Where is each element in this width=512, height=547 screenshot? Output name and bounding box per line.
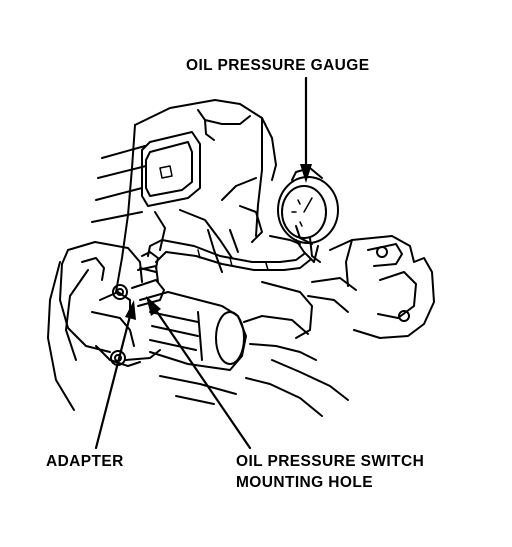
engine-block <box>92 100 276 292</box>
oil-filter <box>140 292 246 370</box>
switch-hole-label-line2: MOUNTING HOLE <box>236 474 373 491</box>
leader-lines <box>96 78 306 448</box>
adapter-label: ADAPTER <box>46 453 124 470</box>
lower-engine <box>48 178 348 416</box>
pressure-gauge <box>278 168 338 262</box>
switch-hole-label-line1: OIL PRESSURE SWITCH <box>236 453 425 470</box>
engine-mount <box>244 236 434 360</box>
adapter-leader-line <box>96 312 131 448</box>
switch-leader-line <box>153 306 250 448</box>
gauge-hose <box>148 240 318 270</box>
adapter-housing <box>60 242 160 366</box>
gauge-arrowhead <box>300 164 312 183</box>
adapter-arrowhead <box>125 300 136 320</box>
switch-arrowhead <box>146 296 161 316</box>
oil-pressure-gauge-label: OIL PRESSURE GAUGE <box>186 57 370 74</box>
